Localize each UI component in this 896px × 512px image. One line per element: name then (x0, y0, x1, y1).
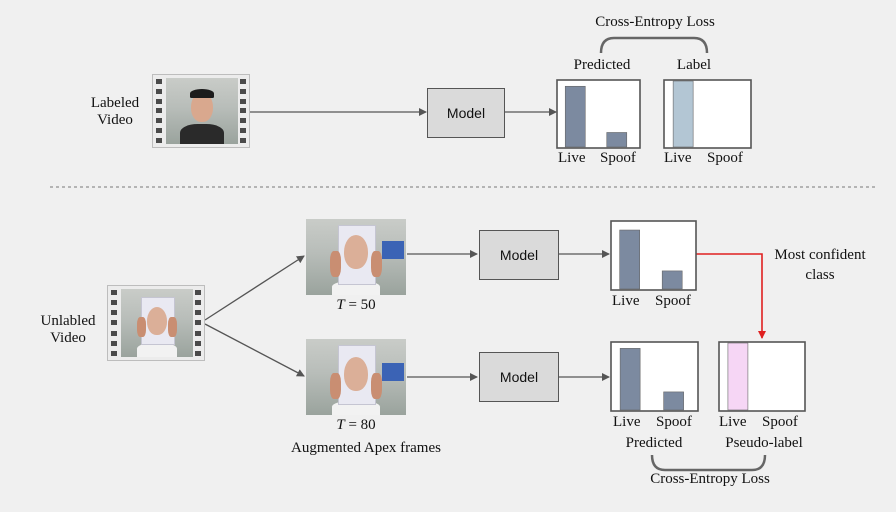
c-bot-2-bar-spoof (663, 391, 684, 411)
tick-spoof-bot-1: Spoof (655, 293, 691, 309)
tick-live-bot-1: Live (612, 293, 640, 309)
apex-frame-2 (306, 339, 406, 415)
arrow-video-to-frame1 (204, 255, 305, 321)
tick-live-top-label: Live (664, 150, 692, 166)
chart-bottom-2 (610, 341, 699, 412)
apex-frame-1 (306, 219, 406, 295)
most-confident-arrow (696, 253, 766, 339)
most-confident-label: Most confident class (774, 247, 866, 283)
frame1-var: T (336, 297, 345, 313)
loss-bracket-top (599, 36, 709, 54)
tick-spoof-pseudo: Spoof (762, 414, 798, 430)
frame1-caption: T = 50 (336, 297, 376, 313)
predicted-label-bottom: Predicted (625, 435, 683, 451)
loss-label-top: Cross-Entropy Loss (595, 14, 715, 30)
c-bot-1-bar-spoof (661, 270, 683, 290)
loss-bracket-bottom (650, 454, 767, 472)
c-top-pred-bar-live (564, 85, 586, 148)
model-box-bottom-1: Model (479, 230, 559, 280)
chart-bottom-pseudo (718, 341, 806, 412)
model-box-top: Model (427, 88, 505, 138)
labeled-video-thumbnail (152, 74, 250, 148)
c-bot-pseudo-bar-live (727, 342, 749, 411)
pseudo-label-bottom: Pseudo-label (725, 435, 803, 451)
labeled-video-label: Labeled Video (90, 95, 140, 128)
chart-top-label (663, 79, 752, 149)
c-top-label-bar-live (672, 80, 694, 148)
frame2-caption: T = 80 (336, 417, 376, 433)
unlabeled-video-label: Unlabled Video (40, 313, 96, 346)
predicted-label-top: Predicted (573, 57, 631, 73)
tick-spoof-top-label: Spoof (707, 150, 743, 166)
model-box-bottom-2: Model (479, 352, 559, 402)
loss-label-bottom: Cross-Entropy Loss (650, 471, 770, 487)
c-bot-1-bar-live (619, 229, 641, 290)
tick-spoof-top-pred: Spoof (600, 150, 636, 166)
c-top-pred-bar-spoof (606, 132, 628, 148)
augmented-frames-label: Augmented Apex frames (291, 440, 441, 456)
chart-bottom-1 (610, 220, 697, 291)
tick-live-top-pred: Live (558, 150, 586, 166)
label-label-top: Label (676, 57, 712, 73)
tick-live-bot-2: Live (613, 414, 641, 430)
tick-spoof-bot-2: Spoof (656, 414, 692, 430)
frame2-var: T (336, 417, 345, 433)
c-bot-2-bar-live (619, 348, 641, 411)
unlabeled-video-thumbnail (107, 285, 205, 361)
tick-live-pseudo: Live (719, 414, 747, 430)
arrow-video-to-frame2 (204, 323, 305, 377)
chart-top-predicted (556, 79, 641, 149)
